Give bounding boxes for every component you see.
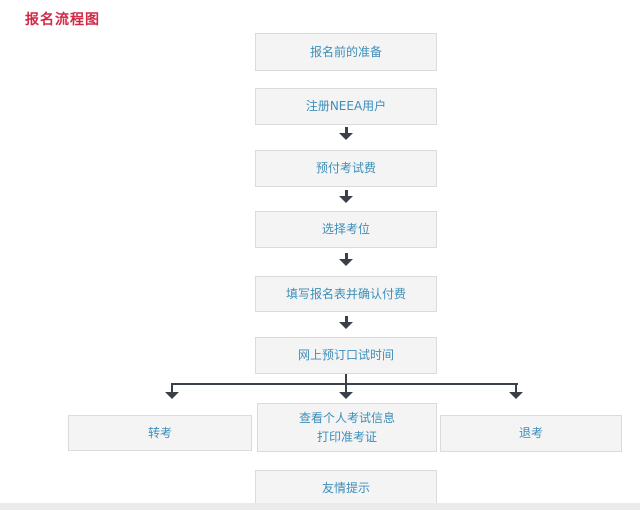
flow-step-label: 友情提示	[321, 480, 370, 495]
flow-step-book-oral-test-time[interactable]: 网上预订口试时间	[255, 337, 437, 374]
flow-step-preparation[interactable]: 报名前的准备	[255, 33, 437, 71]
arrow-down-icon	[339, 385, 353, 399]
flow-step-label: 退考	[518, 426, 543, 440]
branch-connector-stub	[345, 374, 347, 384]
arrow-head	[339, 322, 353, 329]
arrow-stem	[171, 385, 173, 392]
arrow-head	[339, 392, 353, 399]
flow-step-label: 网上预订口试时间	[297, 348, 394, 362]
arrow-stem	[344, 316, 348, 322]
arrow-head	[339, 196, 353, 203]
flow-step-view-info-print-ticket[interactable]: 查看个人考试信息 打印准考证	[257, 403, 437, 452]
arrow-stem	[345, 385, 347, 392]
flow-step-friendly-reminder[interactable]: 友情提示	[255, 470, 437, 506]
flow-step-label: 注册NEEA用户	[305, 99, 387, 113]
flow-step-label: 预付考试费	[315, 161, 376, 175]
arrow-stem	[344, 127, 348, 133]
arrow-head	[509, 392, 523, 399]
flow-step-fill-form-confirm-payment[interactable]: 填写报名表并确认付费	[255, 276, 437, 312]
flow-step-choose-seat[interactable]: 选择考位	[255, 211, 437, 248]
arrow-down-icon	[165, 385, 179, 399]
arrow-down-icon	[339, 190, 353, 203]
arrow-stem	[344, 253, 348, 259]
flow-step-withdraw-exam[interactable]: 退考	[440, 415, 622, 452]
flow-step-label-line2: 打印准考证	[316, 429, 377, 444]
arrow-down-icon	[339, 253, 353, 266]
arrow-down-icon	[509, 385, 523, 399]
flow-step-label: 报名前的准备	[309, 44, 382, 59]
flow-step-transfer-exam[interactable]: 转考	[68, 415, 252, 451]
arrow-head	[339, 259, 353, 266]
arrow-down-icon	[339, 316, 353, 329]
arrow-stem	[515, 385, 517, 392]
flow-step-label: 转考	[147, 425, 172, 440]
arrow-head	[339, 133, 353, 140]
branch-connector-horizontal	[171, 383, 518, 385]
flow-step-register-neea[interactable]: 注册NEEA用户	[255, 88, 437, 125]
page-title: 报名流程图	[25, 12, 100, 28]
flow-step-label: 填写报名表并确认付费	[285, 286, 406, 301]
arrow-stem	[344, 190, 348, 196]
flow-step-label: 选择考位	[321, 222, 370, 236]
flow-step-prepay-fee[interactable]: 预付考试费	[255, 150, 437, 187]
bottom-divider	[0, 503, 640, 510]
flow-step-label-line1: 查看个人考试信息	[298, 410, 395, 425]
arrow-down-icon	[339, 127, 353, 140]
arrow-head	[165, 392, 179, 399]
